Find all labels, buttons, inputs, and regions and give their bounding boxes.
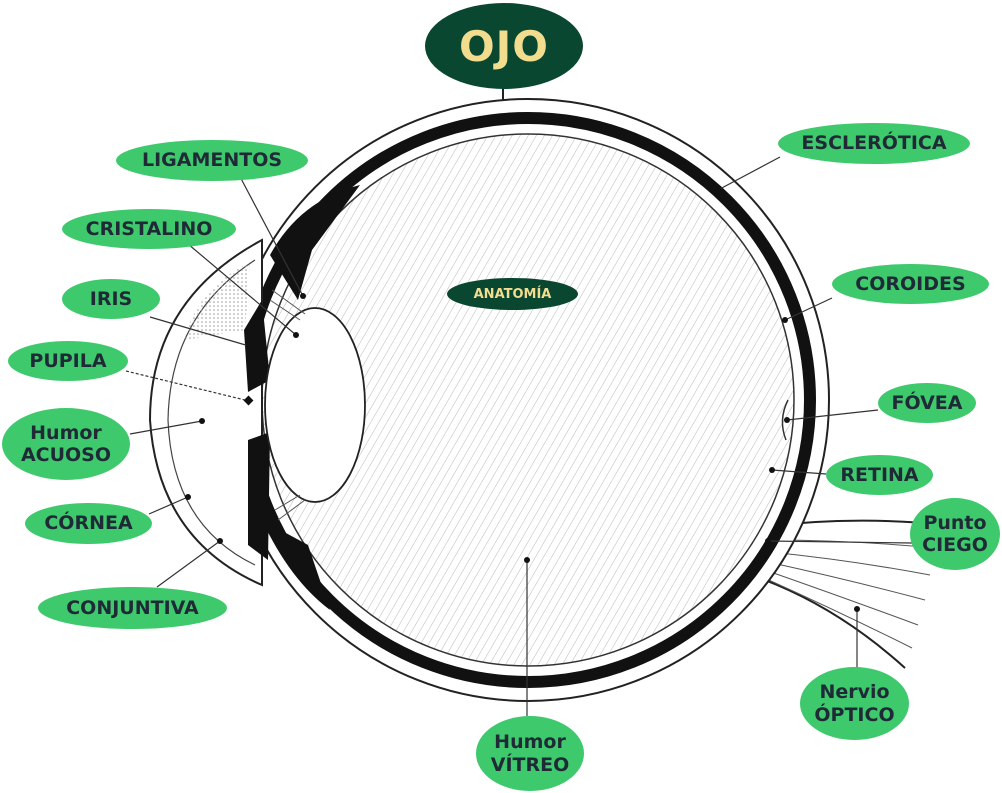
label-ligamentos: LIGAMENTOS [116,140,308,181]
label-fovea: FÓVEA [878,383,976,423]
label-cristalino: CRISTALINO [62,209,236,249]
label-humor-vitreo-line2: VÍTREO [490,753,570,776]
label-conjuntiva: CONJUNTIVA [38,587,227,629]
label-esclerotica: ESCLERÓTICA [778,123,970,164]
label-humor-acuoso-line2: ACUOSO [20,444,112,466]
lens [264,307,366,503]
label-nervio-optico-line2: ÓPTICO [814,703,895,726]
label-coroides: COROIDES [832,264,989,304]
label-humor-vitreo-line1: Humor [494,731,566,754]
subtitle-badge: ANATOMÍA [447,278,578,310]
label-iris: IRIS [62,279,160,319]
label-punto-ciego-line1: Punto [923,511,987,534]
iris-lower [248,432,270,560]
label-cornea: CÓRNEA [25,503,152,544]
label-punto-ciego-line2: CIEGO [922,534,988,556]
label-nervio-optico-line1: Nervio [819,681,890,704]
label-retina: RETINA [826,455,933,495]
label-humor-acuoso-line1: Humor [30,421,102,444]
title-badge: OJO [425,3,583,89]
iris-upper [244,300,270,392]
label-pupila: PUPILA [8,341,128,381]
